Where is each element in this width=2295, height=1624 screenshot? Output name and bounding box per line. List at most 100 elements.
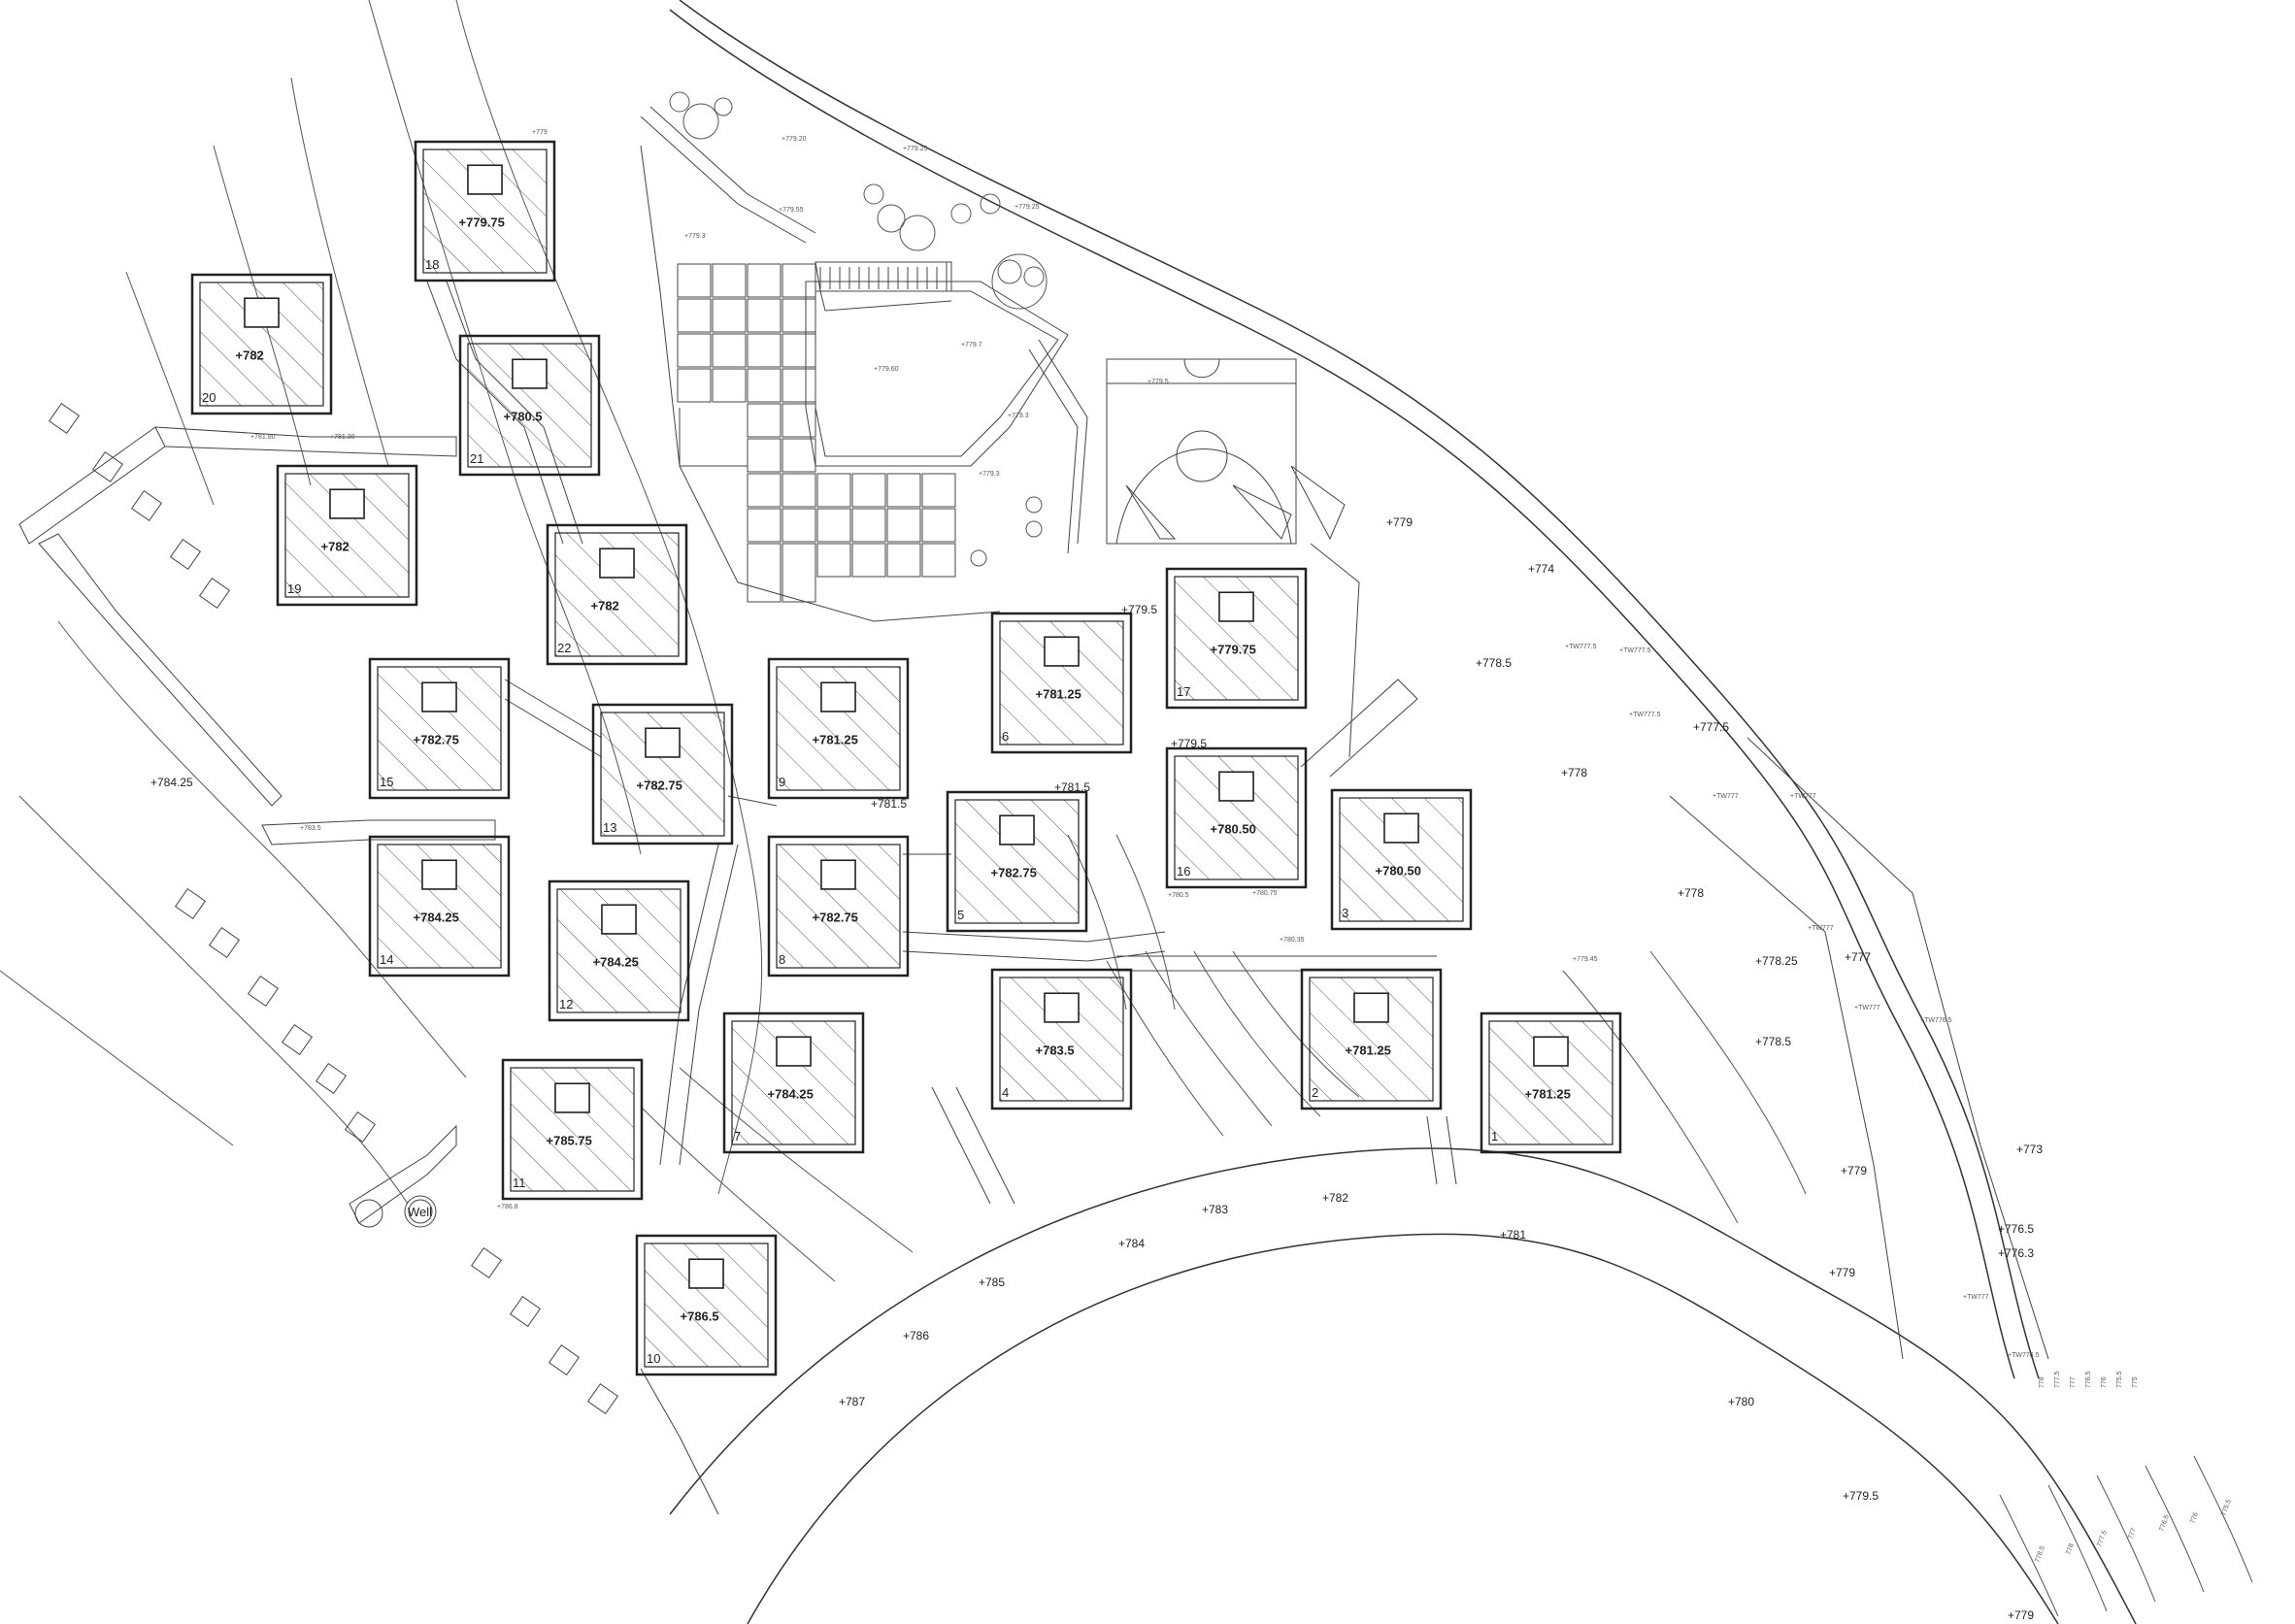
unit-4: +783.54 (990, 968, 1133, 1110)
unit-outline (1165, 746, 1308, 889)
unit-skylight (776, 1036, 812, 1067)
unit-8: +782.758 (767, 835, 910, 978)
unit-outline (946, 790, 1088, 933)
unit-outline (368, 835, 511, 978)
unit-outline (990, 612, 1133, 754)
unit-elevation: +779.75 (1211, 643, 1256, 657)
unit-skylight (1044, 636, 1080, 667)
site-elevation-labels: +784.25+783+782+784+781+785+786+787+779+… (150, 129, 2233, 1622)
wall-top-elevation: +TW777 (1963, 1294, 1989, 1301)
unit-2: +781.25 2 (1300, 968, 1443, 1110)
spot-elevation: +779 (2008, 1608, 2034, 1622)
unit-skylight (1533, 1036, 1569, 1067)
spot-elevation: +783 (1202, 1203, 1228, 1216)
spot-elevation: +780 (1728, 1395, 1754, 1409)
unit-elevation: +782.75 (637, 779, 682, 793)
unit-elevation: +781.25 (813, 733, 858, 747)
wall-top-elevation: +TW777.5 (1565, 644, 1597, 650)
spot-elevation: +781 (1500, 1228, 1526, 1242)
minor-elevation: +780.35 (1280, 937, 1305, 944)
unit-elevation: +784.25 (768, 1087, 814, 1102)
contour-label: 775.5 (2116, 1371, 2123, 1388)
unit-number: 13 (603, 820, 616, 835)
contour-label: 776.5 (2158, 1514, 2171, 1533)
contour-label: 775 (2132, 1376, 2139, 1388)
unit-skylight (421, 681, 457, 713)
unit-elevation: +782.75 (813, 911, 858, 925)
spot-elevation: +778 (1561, 766, 1587, 779)
unit-number: 4 (1002, 1085, 1009, 1100)
unit-outline (458, 334, 601, 477)
unit-elevation: +784.25 (593, 955, 639, 970)
unit-outline (990, 968, 1133, 1110)
west-terraces (18, 426, 719, 1515)
unit-skylight (1218, 591, 1254, 622)
unit-elevation: +780.5 (504, 410, 543, 424)
unit-number: 15 (380, 775, 393, 789)
wall-top-elevation: +TW777 (1808, 925, 1834, 932)
plaza-grid (677, 261, 956, 603)
spot-elevation: +779.5 (1843, 1489, 1879, 1503)
spot-elevation: +778 (1678, 886, 1704, 900)
unit-10: +786.510 (635, 1234, 778, 1376)
spot-elevation: +777 (1845, 950, 1871, 964)
contour-label: 776 (2189, 1511, 2200, 1524)
unit-skylight (329, 488, 365, 519)
minor-elevation: +786.8 (497, 1204, 518, 1210)
unit-elevation: +786.5 (681, 1309, 719, 1324)
unit-number: 11 (513, 1176, 526, 1190)
unit-skylight (599, 547, 635, 579)
unit-outline (1300, 968, 1443, 1110)
spot-elevation: +778.5 (1755, 1035, 1791, 1048)
wall-top-elevation: +TW776.5 (1920, 1017, 1952, 1024)
spot-elevation: +778.25 (1755, 954, 1798, 968)
spot-elevation: +786 (903, 1329, 929, 1342)
unit-skylight (645, 727, 681, 758)
unit-skylight (999, 814, 1035, 845)
unit-number: 21 (470, 451, 483, 466)
unit-skylight (1353, 992, 1389, 1023)
unit-skylight (688, 1258, 724, 1289)
unit-elevation: +782.75 (991, 866, 1037, 880)
minor-elevation: +779 (532, 129, 548, 136)
minor-elevation: +779.55 (779, 207, 804, 214)
unit-18: +779.75 18 (414, 140, 556, 282)
unit-skylight (244, 297, 280, 328)
minor-elevation: +779.7 (961, 342, 982, 348)
spot-elevation: +779 (1841, 1164, 1867, 1177)
minor-elevation: +779.3 (1008, 413, 1029, 419)
minor-elevation: +783.5 (300, 825, 321, 832)
spot-elevation: +787 (839, 1395, 865, 1409)
spot-elevation: +779.5 (1171, 737, 1207, 750)
unit-21: +780.5 21 (458, 334, 601, 477)
unit-number: 18 (425, 257, 439, 272)
unit-skylight (467, 164, 503, 195)
unit-skylight (820, 859, 856, 890)
unit-number: 19 (287, 581, 301, 596)
unit-elevation: +779.75 (459, 215, 505, 230)
unit-number: 2 (1312, 1085, 1318, 1100)
unit-skylight (512, 358, 548, 389)
minor-elevation: +779.60 (874, 366, 899, 373)
unit-outline (1480, 1011, 1622, 1154)
unit-elevation: +781.25 (1346, 1044, 1391, 1058)
unit-outline (546, 523, 688, 666)
unit-number: 3 (1342, 906, 1348, 920)
minor-elevation: +779.3 (979, 471, 1000, 478)
unit-outline (767, 835, 910, 978)
minor-elevation: +779.3 (684, 233, 706, 240)
unit-skylight (601, 904, 637, 935)
unit-elevation: +782.75 (414, 733, 459, 747)
spot-elevation: +781.5 (871, 797, 907, 811)
unit-7: +784.257 (722, 1011, 865, 1154)
minor-elevation: +779.45 (1573, 956, 1598, 963)
unit-outline (1165, 567, 1308, 710)
spot-elevation: +779.5 (1121, 603, 1157, 616)
terrain-contours (0, 0, 2253, 1617)
unit-3: +780.503 (1330, 788, 1473, 931)
west-stones (48, 402, 619, 1415)
